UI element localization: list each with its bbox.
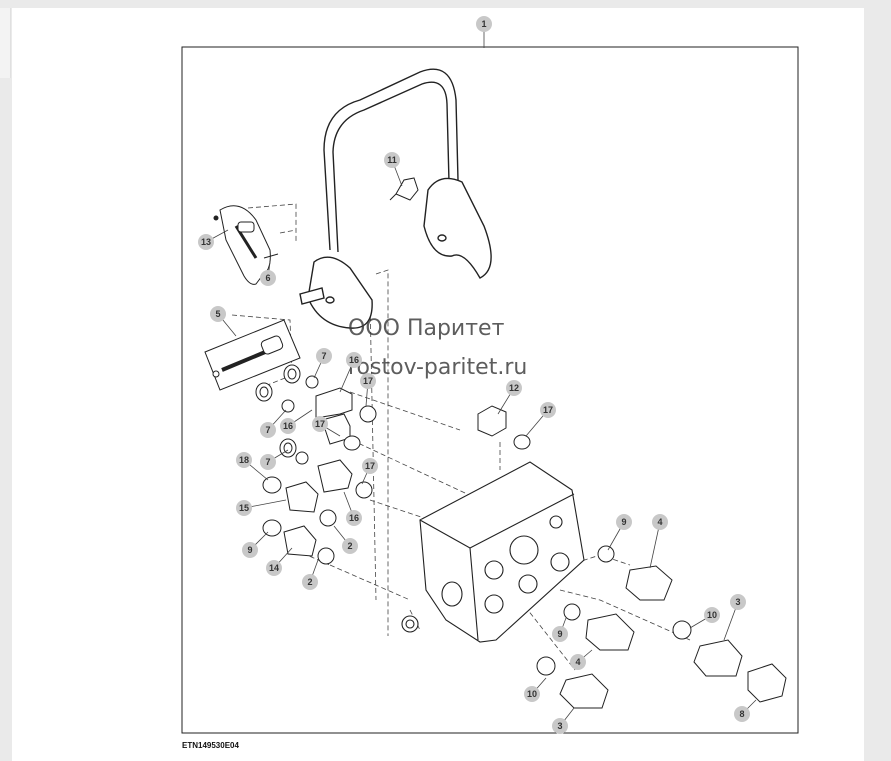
- callout-label-6: 6: [265, 273, 270, 283]
- callout-label-15: 15: [239, 503, 249, 513]
- callout-circle: [704, 607, 720, 623]
- callout-circle: [360, 373, 376, 389]
- callout-circle: [540, 402, 556, 418]
- callout-label-12: 12: [509, 383, 519, 393]
- figure-id: ETN149530E04: [182, 741, 239, 750]
- callout-circle: [312, 416, 328, 432]
- callout-circle: [260, 270, 276, 286]
- part-12-plug: [477, 405, 531, 450]
- callout-label-18: 18: [239, 455, 249, 465]
- diagram-frame: [181, 46, 799, 734]
- callout-label-9: 9: [557, 629, 562, 639]
- valve-body: [401, 461, 585, 643]
- watermark-line-2: rostov-paritet.ru: [348, 355, 527, 380]
- fittings-left: [255, 364, 377, 565]
- callout-label-17: 17: [543, 405, 553, 415]
- cartridges-right: [536, 545, 787, 709]
- callout-label-3: 3: [735, 597, 740, 607]
- callout-circle: [552, 626, 568, 642]
- callout-circle: [524, 686, 540, 702]
- callout-label-2: 2: [347, 541, 352, 551]
- callout-circle: [302, 574, 318, 590]
- callout-label-17: 17: [315, 419, 325, 429]
- callout-circle: [616, 514, 632, 530]
- callout-label-17: 17: [365, 461, 375, 471]
- callout-label-7: 7: [265, 425, 270, 435]
- callout-circle: [280, 418, 296, 434]
- callout-label-5: 5: [215, 309, 220, 319]
- part-6-pin: [263, 253, 279, 259]
- side-panel-edge: [0, 8, 11, 78]
- callout-circle: [652, 514, 668, 530]
- callout-circle: [210, 306, 226, 322]
- callout-circle: [198, 234, 214, 250]
- callout-circle: [476, 16, 492, 32]
- callout-label-13: 13: [201, 237, 211, 247]
- callout-label-7: 7: [321, 351, 326, 361]
- callout-circle: [362, 458, 378, 474]
- part-11-bolt: [389, 177, 419, 201]
- callout-label-1: 1: [481, 19, 486, 29]
- callout-circle: [242, 542, 258, 558]
- callout-circle: [552, 718, 568, 734]
- callout-circle: [260, 454, 276, 470]
- callout-label-16: 16: [283, 421, 293, 431]
- callout-circle: [346, 510, 362, 526]
- callout-label-11: 11: [387, 155, 397, 165]
- callout-circle: [346, 352, 362, 368]
- callout-label-9: 9: [247, 545, 252, 555]
- callout-circle: [384, 152, 400, 168]
- callout-circle: [316, 348, 332, 364]
- callout-label-3: 3: [557, 721, 562, 731]
- watermark-line-1: ООО Паритет: [348, 316, 505, 341]
- callout-circle: [730, 594, 746, 610]
- callout-label-8: 8: [739, 709, 744, 719]
- callout-circle: [236, 452, 252, 468]
- callout-circle: [570, 654, 586, 670]
- callout-label-10: 10: [707, 610, 717, 620]
- callout-label-16: 16: [349, 355, 359, 365]
- handle-bar: [299, 68, 492, 329]
- callout-circle: [342, 538, 358, 554]
- callout-circle: [236, 500, 252, 516]
- callout-label-7: 7: [265, 457, 270, 467]
- part-13-bracket: [213, 205, 271, 285]
- callout-label-4: 4: [575, 657, 580, 667]
- callout-label-16: 16: [349, 513, 359, 523]
- part-5-plate: [204, 319, 301, 391]
- callout-label-14: 14: [269, 563, 279, 573]
- callout-label-17: 17: [363, 376, 373, 386]
- callout-label-10: 10: [527, 689, 537, 699]
- callout-label-2: 2: [307, 577, 312, 587]
- page-background: [12, 8, 864, 761]
- callout-circle: [506, 380, 522, 396]
- callout-label-9: 9: [621, 517, 626, 527]
- callout-circle: [260, 422, 276, 438]
- callout-label-4: 4: [657, 517, 662, 527]
- callout-circle: [266, 560, 282, 576]
- callout-circle: [734, 706, 750, 722]
